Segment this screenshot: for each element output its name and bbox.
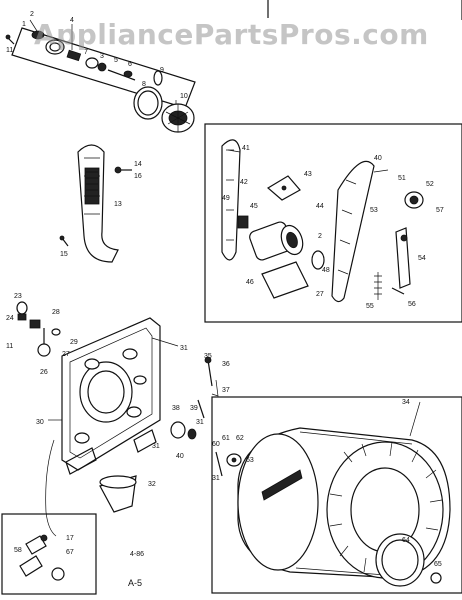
watermark: AppliancePartsPros.com [34, 18, 429, 51]
callout-bulk-15: 37 [222, 387, 230, 394]
top-exploded-assembly [5, 27, 196, 133]
callout-drive-1: 43 [304, 171, 312, 178]
inset-box [1, 513, 97, 595]
callout-drive-9: 40 [374, 155, 382, 162]
callout-drive-10: 49 [222, 195, 230, 202]
callout-drive-15: 55 [366, 303, 374, 310]
duct-assembly [59, 144, 132, 263]
callout-bulk-1: 24 [6, 315, 14, 322]
callout-top-6: 8 [142, 81, 146, 88]
callout-drive-14: 54 [418, 255, 426, 262]
callout-drive-6: 48 [322, 267, 330, 274]
callout-drive-0: 41 [242, 145, 250, 152]
callout-bulk-9: 30 [36, 419, 44, 426]
callout-bulk-0: 23 [14, 293, 22, 300]
callout-bulk-14: 36 [222, 361, 230, 368]
page-label: A-5 [128, 578, 142, 588]
callout-bulk-3: 11 [6, 343, 13, 350]
callout-inset-2: 58 [14, 547, 22, 554]
callout-top-9: 3 [100, 53, 104, 60]
leader-lines [29, 19, 421, 437]
callout-inset-0: 17 [66, 535, 74, 542]
callout-drive-17: 57 [436, 207, 444, 214]
callout-drive-7: 46 [246, 279, 254, 286]
front-bulkhead [16, 301, 219, 537]
callout-bulk-2: 28 [52, 309, 60, 316]
callout-drive-13: 53 [370, 207, 378, 214]
callout-bulk-12: 31 [196, 419, 204, 426]
callout-bulk-4: 29 [70, 339, 78, 346]
callout-drive-11: 51 [398, 175, 406, 182]
callout-duct-3: 15 [60, 251, 68, 258]
callout-top-8: 5 [114, 57, 118, 64]
callout-duct-0: 14 [134, 161, 142, 168]
callout-top-10: 7 [84, 49, 88, 56]
callout-drum-4: 63 [246, 457, 254, 464]
small-code: 4-86 [130, 551, 144, 558]
callout-drum-6: 65 [434, 561, 442, 568]
callout-drum-7: 31 [212, 475, 220, 482]
callout-bulk-10: 38 [172, 405, 180, 412]
callout-drive-16: 56 [408, 301, 416, 308]
callout-bulk-17: 40 [176, 453, 184, 460]
callout-drive-3: 45 [250, 203, 258, 210]
callout-bulk-8: 31 [152, 443, 160, 450]
callout-drum-3: 62 [236, 435, 244, 442]
callout-duct-1: 16 [134, 173, 142, 180]
callout-bulk-13: 35 [204, 353, 212, 360]
callout-drum-0: 34 [402, 399, 410, 406]
callout-top-0: 2 [30, 11, 34, 18]
callout-bulk-7: 31 [180, 345, 188, 352]
callout-top-7: 6 [128, 61, 132, 68]
callout-drive-5: 2 [318, 233, 322, 240]
callout-bulk-5: 27 [62, 351, 70, 358]
callout-drive-8: 27 [316, 291, 324, 298]
callout-bulk-11: 39 [190, 405, 198, 412]
drive-motor-box [204, 123, 462, 323]
callout-drum-5: 64 [402, 537, 410, 544]
callout-top-4: 10 [180, 93, 188, 100]
callout-top-3: 11 [6, 47, 13, 54]
callout-top-5: 9 [160, 67, 164, 74]
callout-bulk-16: 32 [148, 481, 156, 488]
callout-top-2: 4 [70, 17, 74, 24]
callout-drive-2: 42 [240, 179, 248, 186]
callout-drum-2: 61 [222, 435, 230, 442]
callout-inset-1: 67 [66, 549, 74, 556]
callout-duct-2: 13 [114, 201, 122, 208]
callout-drum-1: 60 [212, 441, 220, 448]
callout-drive-4: 44 [316, 203, 324, 210]
callout-drive-12: 52 [426, 181, 434, 188]
callout-bulk-6: 26 [40, 369, 48, 376]
drum-box [211, 396, 462, 594]
callout-top-1: 1 [22, 21, 26, 28]
